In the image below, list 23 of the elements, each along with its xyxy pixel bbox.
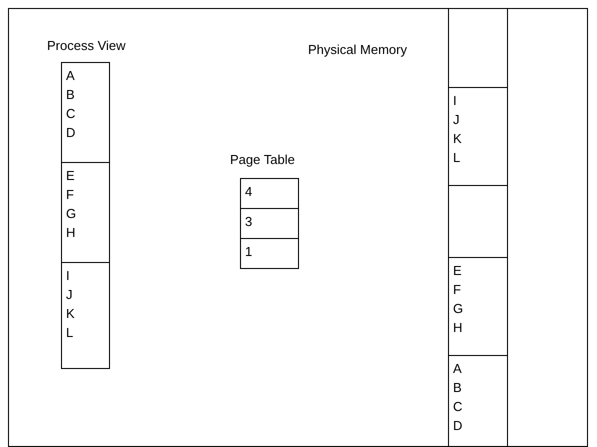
- memory-block: [448, 355, 508, 447]
- block-text: I J K L: [66, 267, 75, 342]
- section-heading: Page Table: [230, 152, 295, 167]
- memory-block: [61, 162, 110, 263]
- memory-block: [61, 62, 110, 163]
- block-text: A B C D: [453, 360, 462, 435]
- memory-block: [61, 262, 110, 369]
- memory-block: [240, 178, 299, 209]
- block-text: 4: [245, 183, 252, 201]
- empty-memory-box: [448, 185, 508, 258]
- memory-block: [448, 87, 508, 186]
- block-text: E F G H: [453, 262, 464, 337]
- block-text: E F G H: [66, 167, 76, 242]
- memory-block: [240, 208, 299, 239]
- block-text: 3: [245, 213, 252, 231]
- block-text: I J K L: [453, 92, 462, 167]
- block-text: A B C D: [66, 67, 76, 142]
- section-heading: Physical Memory: [308, 42, 407, 57]
- memory-block: [448, 257, 508, 356]
- section-heading: Process View: [47, 38, 126, 53]
- empty-memory-box: [448, 8, 508, 88]
- memory-block: [240, 238, 299, 269]
- block-text: 1: [245, 243, 252, 261]
